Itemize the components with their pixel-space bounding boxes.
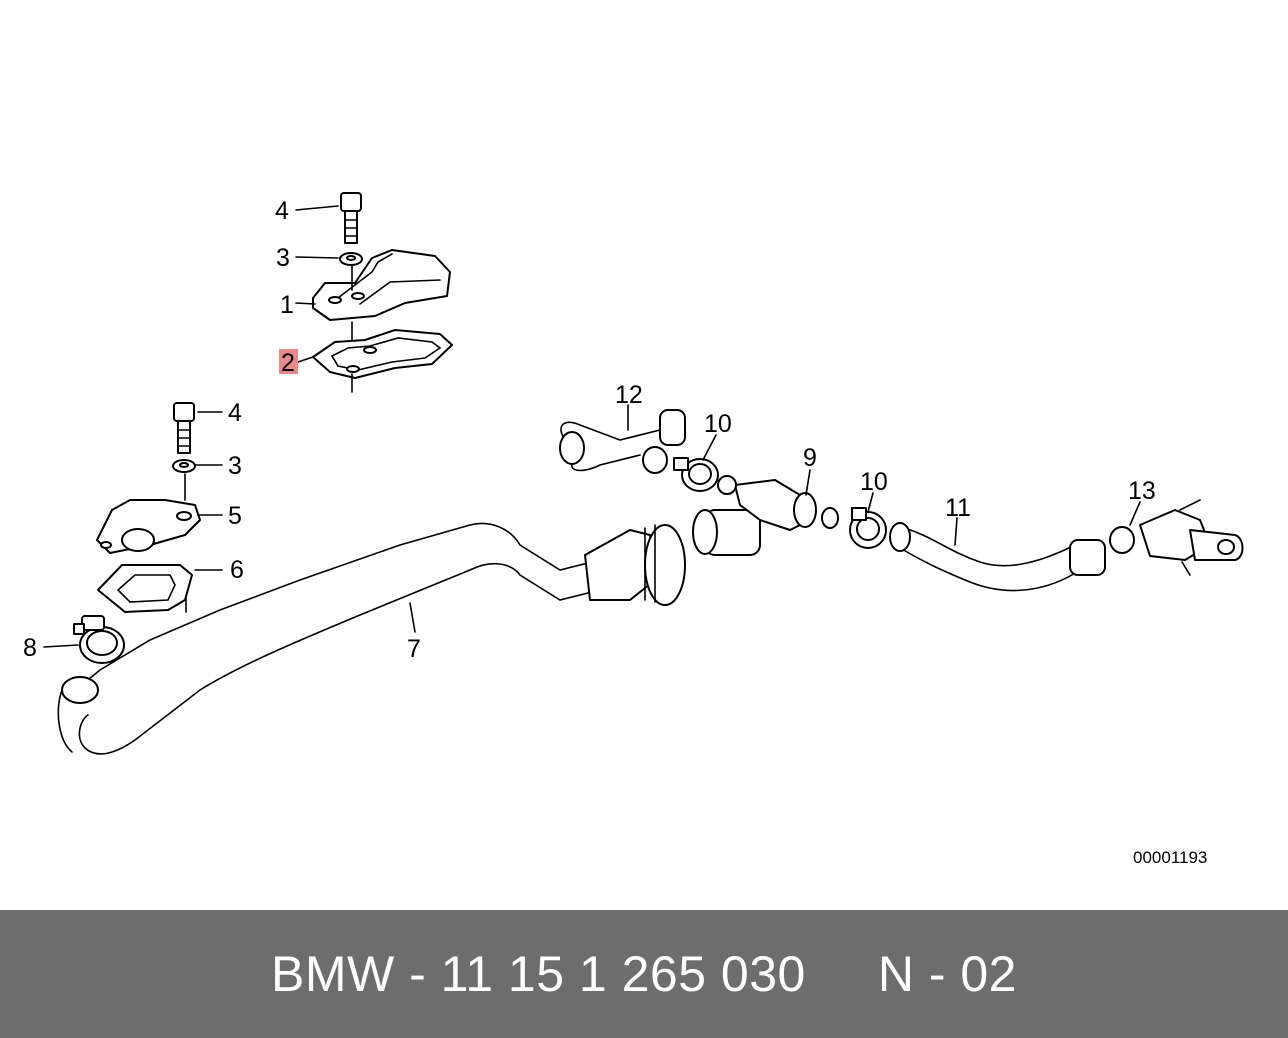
footer-text: BMW - 11 15 1 265 030 N - 02: [271, 945, 1017, 1003]
part-bolt-left: [173, 402, 195, 454]
part-gasket-top: [312, 329, 453, 379]
diagram-ref: N - 02: [877, 946, 1017, 1002]
callout-13: 13: [1128, 477, 1156, 505]
callout-4-left: 4: [228, 399, 242, 427]
part-fitting-9: [692, 475, 839, 556]
footer-bar: BMW - 11 15 1 265 030 N - 02: [0, 910, 1288, 1038]
callout-8: 8: [23, 634, 37, 662]
callout-3-top: 3: [276, 244, 290, 272]
callout-1: 1: [280, 291, 294, 319]
part-washer-left: [172, 459, 196, 473]
callout-3-left: 3: [228, 452, 242, 480]
parts-diagram: 4 3 1 2 4 3 5 6 8 7 12 10 9 10 11 13 000…: [23, 192, 1244, 867]
part-gasket-left: [97, 564, 193, 613]
callout-2-highlight: [279, 349, 298, 374]
part-clamp-left: [73, 615, 125, 664]
callout-12: 12: [615, 381, 643, 409]
callout-6: 6: [230, 556, 244, 584]
drawing-id: 00001193: [1133, 848, 1207, 867]
part-washer-top: [339, 252, 363, 266]
parts-diagram-svg: 4 3 1 2 4 3 5 6 8 7 12 10 9 10 11 13 000…: [23, 192, 1244, 867]
callout-10-upper: 10: [704, 410, 732, 438]
callout-2: 2: [281, 349, 295, 377]
part-hose-11: [889, 522, 1106, 592]
callout-11: 11: [945, 494, 971, 522]
callout-4-top: 4: [275, 197, 289, 225]
callout-5: 5: [228, 502, 242, 530]
part-flange: [96, 499, 201, 554]
part-hose-12: [559, 409, 686, 474]
callout-7: 7: [407, 635, 421, 663]
part-fitting-13: [1109, 499, 1244, 576]
part-bolt-top: [340, 192, 362, 244]
part-clamp-10a: [673, 457, 719, 492]
part-clamp-10b: [849, 507, 887, 549]
part-number-text: BMW - 11 15 1 265 030: [270, 946, 806, 1002]
callout-9: 9: [803, 444, 817, 472]
part-cover: [312, 249, 451, 321]
callout-10-lower: 10: [860, 468, 888, 496]
part-hose-main: [57, 522, 686, 755]
